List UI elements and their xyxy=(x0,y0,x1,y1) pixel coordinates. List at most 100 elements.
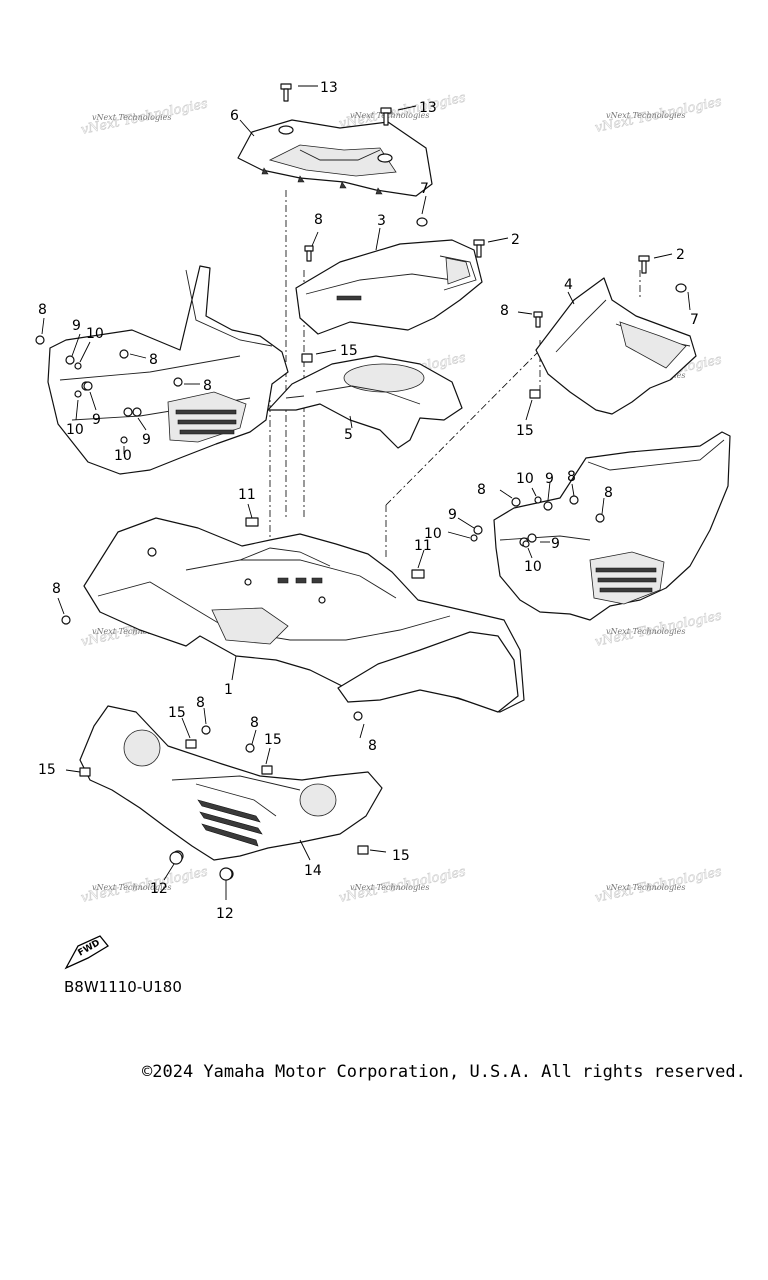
nut-15-e xyxy=(357,845,369,855)
bolt-8-j xyxy=(353,711,363,721)
callout-3: 3 xyxy=(377,213,386,229)
callout-10-a: 10 xyxy=(86,326,104,342)
callout-12-a: 12 xyxy=(150,881,168,897)
callout-10-b: 10 xyxy=(66,422,84,438)
callout-9-b: 9 xyxy=(92,412,101,428)
callout-7-b: 7 xyxy=(690,312,699,328)
washer-9-b xyxy=(83,381,93,391)
fasteners xyxy=(35,83,687,881)
nut-10-c xyxy=(470,534,478,542)
washer-9-c xyxy=(132,407,142,417)
washer-9-d xyxy=(473,525,483,535)
callout-10-c: 10 xyxy=(114,448,132,464)
callout-8-k: 8 xyxy=(196,695,205,711)
callout-2-b: 2 xyxy=(676,247,685,263)
clip-7-b xyxy=(675,283,687,293)
washer-9-e xyxy=(543,501,553,511)
svg-text:vNext Technologies: vNext Technologies xyxy=(92,627,171,636)
callout-15-c: 15 xyxy=(168,705,186,721)
callout-8-e: 8 xyxy=(203,378,212,394)
callout-15-e: 15 xyxy=(38,762,56,778)
nut-10-e xyxy=(522,540,530,548)
callout-11-b: 11 xyxy=(414,538,432,554)
fwd-arrow-icon: FWD xyxy=(64,935,109,970)
nut-10-b xyxy=(74,390,82,398)
nut-15-b xyxy=(529,389,541,399)
part-3-side-panel xyxy=(295,239,483,335)
callout-13-a: 13 xyxy=(320,80,338,96)
bolt-13-a xyxy=(280,83,292,102)
svg-text:vNext Technologies: vNext Technologies xyxy=(606,883,685,892)
leader-lines xyxy=(41,85,691,900)
part-14-front-grille xyxy=(79,705,383,880)
nut-10-d xyxy=(534,496,542,504)
nut-15-a xyxy=(301,353,313,363)
callout-10-f: 10 xyxy=(524,559,542,575)
nut-12-a xyxy=(169,851,183,865)
callout-2-a: 2 xyxy=(511,232,520,248)
callout-1: 1 xyxy=(224,682,233,698)
callout-9-c: 9 xyxy=(142,432,151,448)
callout-8-j: 8 xyxy=(368,738,377,754)
callout-8-l: 8 xyxy=(250,715,259,731)
callout-13-b: 13 xyxy=(419,100,437,116)
nut-15-c xyxy=(185,739,197,749)
clip-7-a xyxy=(416,217,428,227)
bolt-8-f xyxy=(61,615,71,625)
bolt-8-a xyxy=(304,245,314,262)
bolt-8-k xyxy=(201,725,211,735)
callout-8-h: 8 xyxy=(604,485,613,501)
callout-15-a: 15 xyxy=(340,343,358,359)
washer-9-f xyxy=(527,533,537,543)
callout-9-d: 9 xyxy=(545,471,554,487)
part-5-center-cover xyxy=(267,355,463,449)
bolt-8-h xyxy=(569,495,579,505)
nut-11-a xyxy=(245,517,259,527)
callouts: 13 13 6 7 8 3 2 2 4 7 8 15 5 15 8 9 10 8… xyxy=(38,80,699,922)
callout-8-a: 8 xyxy=(314,212,323,228)
svg-text:vNext Technologies: vNext Technologies xyxy=(92,883,171,892)
callout-8-c: 8 xyxy=(38,302,47,318)
callout-8-i: 8 xyxy=(52,581,61,597)
nut-10-a xyxy=(74,362,82,370)
nut-10-f xyxy=(120,436,128,444)
diagram-code: B8W1110-U180 xyxy=(64,978,182,996)
bolt-8-b xyxy=(533,311,543,328)
bolt-2-b xyxy=(638,255,650,274)
callout-14: 14 xyxy=(304,863,322,879)
left-footrest xyxy=(47,265,289,475)
callout-5: 5 xyxy=(344,427,353,443)
callout-4: 4 xyxy=(564,277,573,293)
nut-11-b xyxy=(411,569,425,579)
callout-8-d: 8 xyxy=(149,352,158,368)
bolt-2-a xyxy=(473,239,485,258)
part-4-side-panel xyxy=(535,277,697,415)
nut-15-f xyxy=(261,765,273,775)
svg-text:vNext Technologies: vNext Technologies xyxy=(606,627,685,636)
callout-9-a: 9 xyxy=(72,318,81,334)
callout-8-g: 8 xyxy=(477,482,486,498)
callout-9-e: 9 xyxy=(448,507,457,523)
svg-text:vNext Technologies: vNext Technologies xyxy=(350,883,429,892)
bolt-13-b xyxy=(380,107,392,126)
callout-15-f: 15 xyxy=(392,848,410,864)
bolt-8-l xyxy=(245,743,255,753)
callout-12-b: 12 xyxy=(216,906,234,922)
callout-11-a: 11 xyxy=(238,487,256,503)
bolt-8-d xyxy=(119,349,129,359)
bolt-8-i xyxy=(595,513,605,523)
nut-15-d xyxy=(79,767,91,777)
callout-6: 6 xyxy=(230,108,239,124)
part-1-front-fender xyxy=(83,517,525,713)
part-6-top-cover xyxy=(237,119,433,197)
callout-9-f: 9 xyxy=(551,536,560,552)
bolt-8-e xyxy=(173,377,183,387)
callout-8-b: 8 xyxy=(500,303,509,319)
callout-10-d: 10 xyxy=(516,471,534,487)
